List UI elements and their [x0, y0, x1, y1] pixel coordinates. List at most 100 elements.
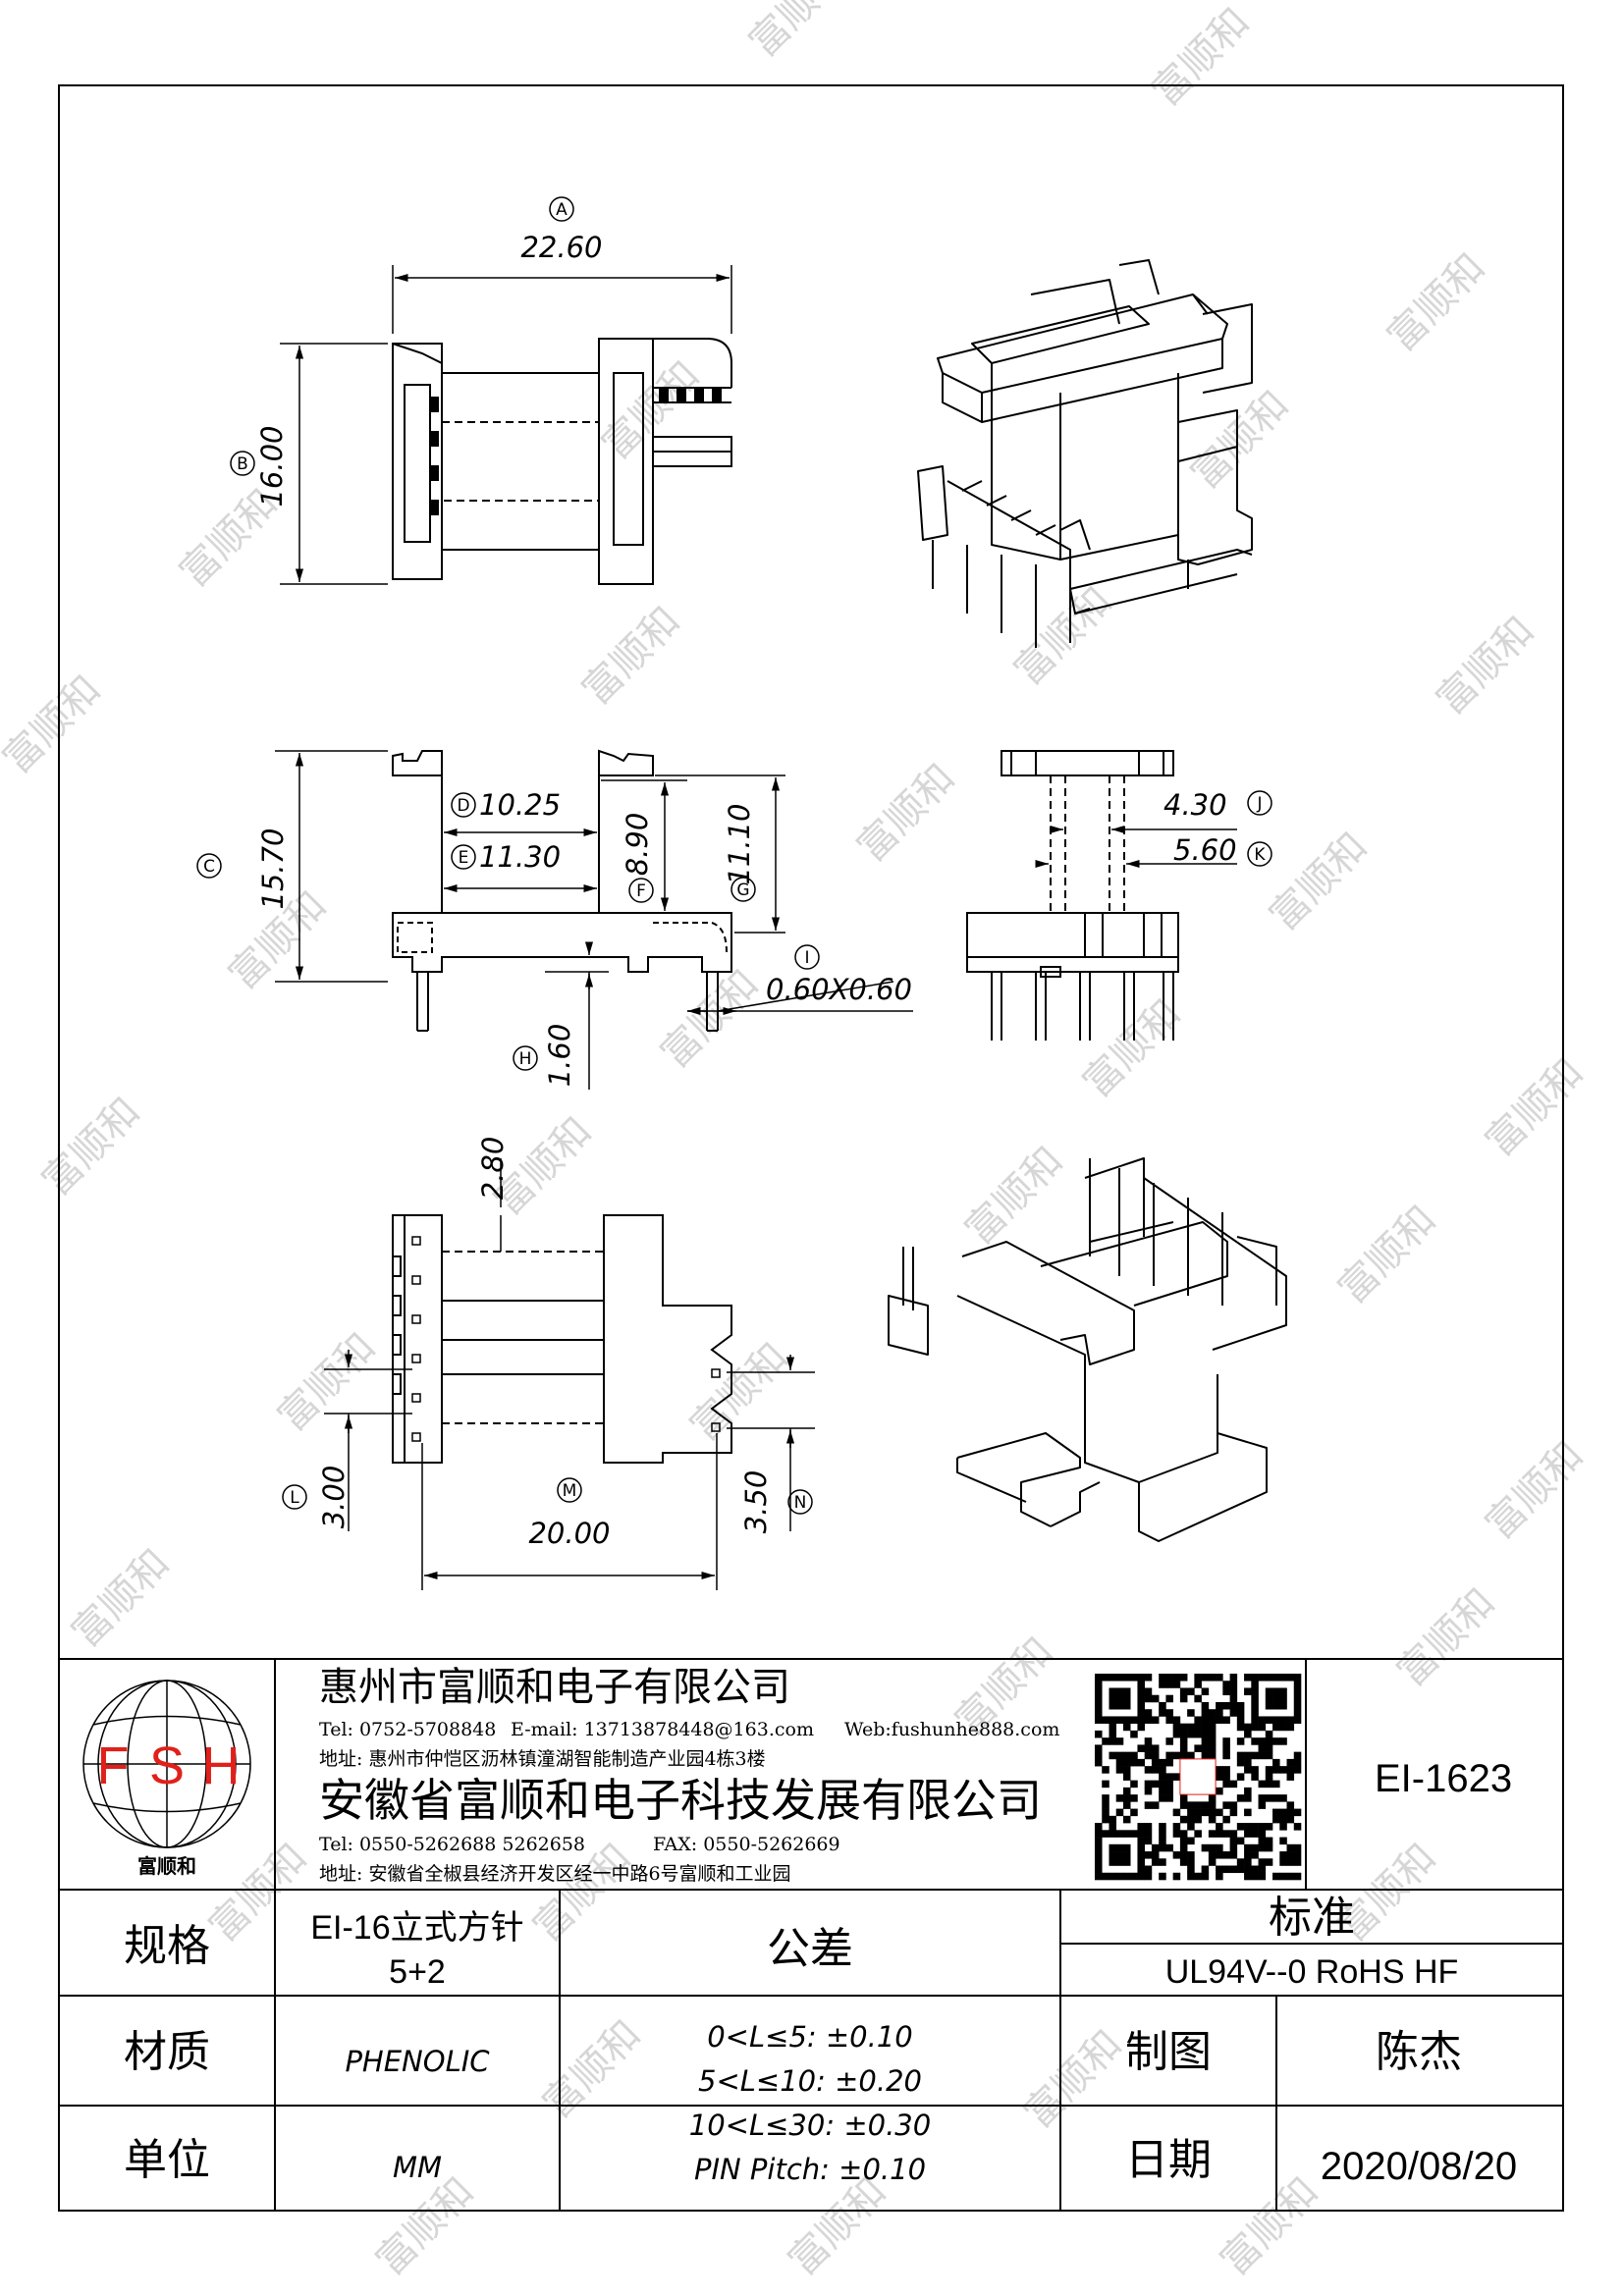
qr-module: [1151, 1858, 1160, 1866]
qr-module: [1265, 1687, 1273, 1696]
unit-label: 单位: [124, 2135, 210, 2185]
qr-module: [1216, 1701, 1223, 1710]
qr-module: [1159, 1872, 1166, 1881]
qr-module: [1144, 1872, 1153, 1881]
qr-module: [1222, 1737, 1230, 1745]
qr-module: [1279, 1815, 1287, 1824]
watermark-text: 富顺和: [270, 1325, 385, 1440]
qr-module: [1109, 1815, 1117, 1824]
qr-module: [1222, 1851, 1230, 1859]
qr-module: [1244, 1830, 1252, 1838]
watermark-text: 富顺和: [741, 0, 856, 66]
company1-email: E-mail: 13713878448@163.com: [511, 1719, 814, 1740]
qr-module: [1229, 1801, 1238, 1809]
qr-module: [1293, 1858, 1302, 1866]
watermark-text: 富顺和: [957, 1139, 1072, 1254]
qr-module: [1293, 1823, 1302, 1831]
qr-module: [1265, 1780, 1273, 1789]
qr-module: [1201, 1674, 1210, 1682]
qr-module: [1095, 1865, 1103, 1874]
company2-fax: FAX: 0550-5262669: [653, 1834, 840, 1855]
qr-module: [1244, 1823, 1252, 1831]
qr-module: [1194, 1723, 1202, 1732]
qr-module: [1102, 1716, 1109, 1724]
front-dims: [196, 750, 913, 1090]
qr-module: [1272, 1815, 1280, 1824]
watermark-text: 富顺和: [0, 667, 110, 782]
qr-module: [1179, 1837, 1188, 1845]
watermark-text: 富顺和: [1478, 1433, 1593, 1548]
qr-module: [1172, 1823, 1181, 1831]
qr-module: [1286, 1674, 1295, 1682]
qr-module: [1279, 1694, 1287, 1703]
qr-module: [1102, 1674, 1109, 1682]
qr-module: [1144, 1865, 1153, 1874]
qr-module: [1222, 1681, 1230, 1688]
qr-module: [1109, 1823, 1117, 1831]
qr-module: [1244, 1751, 1252, 1760]
qr-module: [1151, 1751, 1160, 1760]
qr-module: [1130, 1716, 1138, 1724]
qr-module: [1229, 1687, 1238, 1696]
drawing-frame: [58, 84, 1564, 2212]
fsh-logo: [82, 1680, 251, 1848]
qr-module: [1279, 1858, 1287, 1866]
qr-module: [1265, 1751, 1273, 1760]
qr-module: [1109, 1737, 1117, 1745]
qr-module: [1109, 1701, 1117, 1710]
qr-module: [1216, 1716, 1223, 1724]
qr-module: [1159, 1823, 1166, 1831]
qr-module: [1201, 1744, 1210, 1752]
watermark-text: 富顺和: [535, 2012, 650, 2127]
qr-module: [1159, 1758, 1166, 1767]
qr-module: [1115, 1751, 1124, 1760]
qr-module: [1115, 1843, 1124, 1852]
qr-module: [1102, 1766, 1109, 1774]
qr-module: [1258, 1716, 1267, 1724]
company1-web: Web:fushunhe888.com: [844, 1719, 1059, 1740]
qr-module: [1244, 1808, 1252, 1817]
watermark-text: 富顺和: [1429, 609, 1543, 723]
qr-module: [1122, 1872, 1131, 1881]
company2-name: 安徽省富顺和电子科技发展有限公司: [319, 1774, 1042, 1827]
qr-module: [1272, 1716, 1280, 1724]
qr-module: [1286, 1808, 1295, 1817]
qr-module: [1187, 1872, 1195, 1881]
qr-module: [1236, 1837, 1245, 1845]
qr-module: [1286, 1851, 1295, 1859]
qr-module: [1159, 1701, 1166, 1710]
qr-module: [1258, 1843, 1267, 1852]
qr-module: [1172, 1751, 1181, 1760]
bottom-view: [392, 1214, 732, 1464]
qr-module: [1265, 1773, 1273, 1781]
qr-module: [1279, 1808, 1287, 1817]
qr-module: [1122, 1815, 1131, 1824]
company1-address: 地址: 惠州市仲恺区沥林镇潼湖智能制造产业园4栋3楼: [319, 1748, 766, 1770]
qr-module: [1265, 1730, 1273, 1738]
qr-module: [1272, 1780, 1280, 1789]
qr-module: [1258, 1858, 1267, 1866]
qr-module: [1244, 1766, 1252, 1774]
qr-module: [1137, 1851, 1145, 1859]
qr-module: [1165, 1787, 1173, 1795]
qr-module: [1122, 1794, 1131, 1802]
qr-module: [1151, 1744, 1160, 1752]
logo-caption: 富顺和: [137, 1854, 196, 1878]
qr-module: [1144, 1823, 1153, 1831]
qr-module: [1216, 1865, 1223, 1874]
qr-module: [1265, 1837, 1273, 1845]
qr-module: [1130, 1674, 1138, 1682]
qr-module: [1137, 1830, 1145, 1838]
qr-module: [1258, 1737, 1267, 1745]
qr-module: [1272, 1808, 1280, 1817]
qr-module: [1216, 1674, 1223, 1682]
qr-module: [1187, 1801, 1195, 1809]
qr-module: [1293, 1694, 1302, 1703]
company1-name: 惠州市富顺和电子有限公司: [319, 1665, 790, 1710]
watermark-text: 富顺和: [574, 599, 689, 714]
qr-module: [1222, 1815, 1230, 1824]
qr-module: [1095, 1687, 1103, 1696]
dim-j-value: 4.30: [1163, 788, 1227, 822]
qr-module: [1187, 1723, 1195, 1732]
qr-module: [1279, 1737, 1287, 1745]
